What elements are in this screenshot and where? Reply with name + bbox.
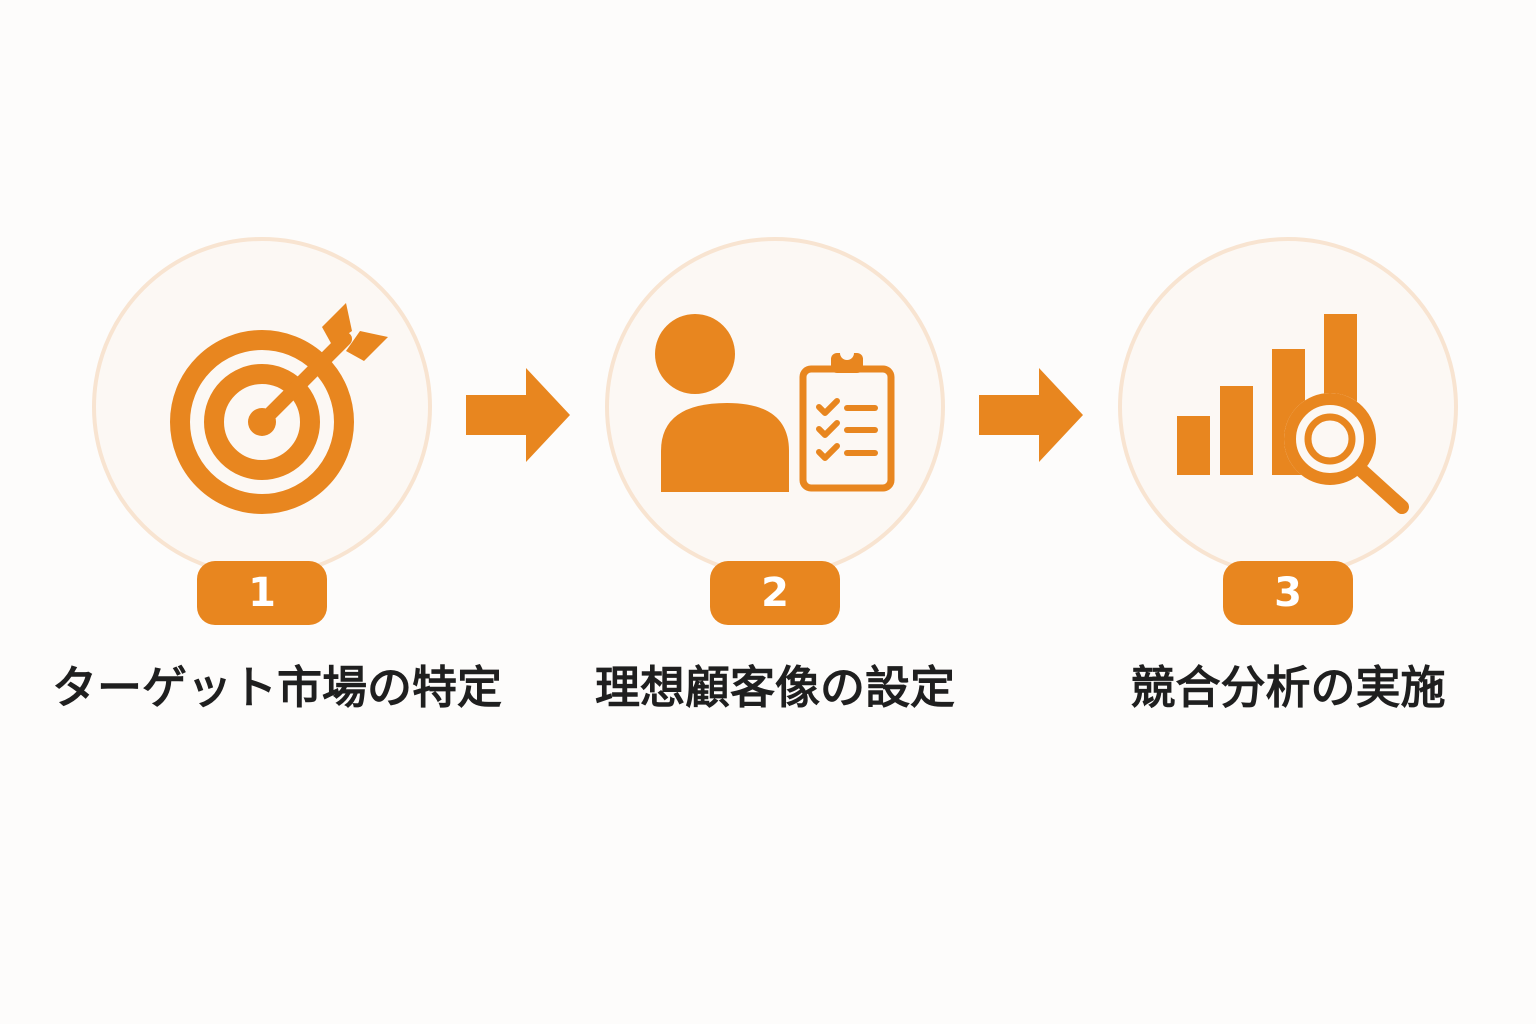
step-1-label: ターゲット市場の特定 bbox=[52, 661, 503, 714]
step-3-number-badge: 3 bbox=[1223, 561, 1353, 625]
step-3-circle bbox=[1118, 237, 1458, 577]
bar-chart-magnifier-icon bbox=[1177, 314, 1409, 514]
arrow-right-icon bbox=[979, 368, 1083, 462]
step-3-label: 競合分析の実施 bbox=[1130, 661, 1446, 714]
step-2-number-badge: 2 bbox=[710, 561, 840, 625]
arrow-right-icon bbox=[466, 368, 570, 462]
step-2: 2 理想顧客像の設定 bbox=[565, 0, 985, 1024]
person-checklist-icon bbox=[655, 314, 895, 492]
step-1: 1 ターゲット市場の特定 bbox=[52, 0, 503, 1024]
step-1-circle bbox=[92, 237, 432, 577]
target-arrow-icon bbox=[170, 303, 388, 514]
step-1-number-badge: 1 bbox=[197, 561, 327, 625]
step-2-circle bbox=[605, 237, 945, 577]
step-3: 3 競合分析の実施 bbox=[1078, 0, 1498, 1024]
step-2-label: 理想顧客像の設定 bbox=[594, 661, 955, 714]
